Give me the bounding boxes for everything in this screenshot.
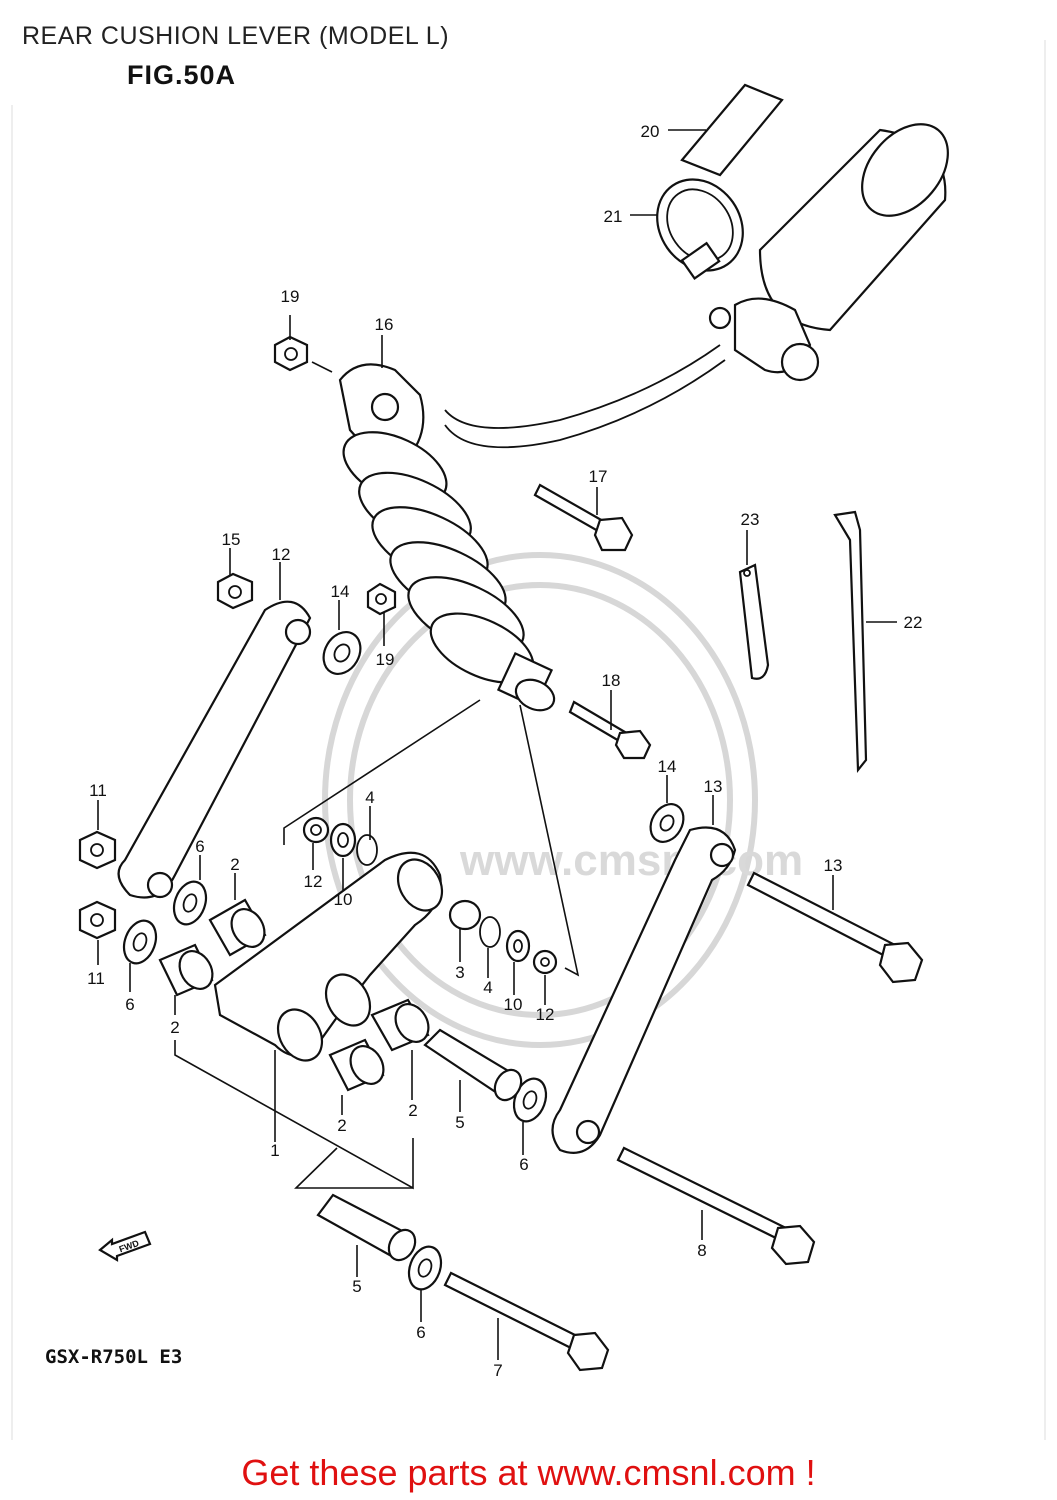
- part-19-nut-top: [273, 335, 309, 372]
- callout-2-d: 2: [408, 1101, 417, 1120]
- footer-banner: Get these parts at www.cmsnl.com !: [0, 1452, 1057, 1494]
- part-12-rod-left: [117, 600, 312, 899]
- part-14-washer-right: [649, 803, 685, 843]
- part-20-band: [680, 83, 784, 177]
- watermark-logo: www.cmsnl.com: [322, 552, 803, 1048]
- callout-4-lower: 4: [483, 978, 492, 997]
- part-2-bearing-d: [328, 1038, 385, 1092]
- callout-19: 19: [281, 287, 300, 306]
- part-2-bearing-b: [158, 943, 214, 997]
- figure-number: FIG.50A: [127, 60, 237, 90]
- page-title: REAR CUSHION LEVER (MODEL L): [22, 22, 450, 50]
- part-11-nut-lower: [532, 949, 558, 975]
- part-14-washer-upper: [322, 631, 362, 675]
- part-10-spacer-upper: [329, 822, 357, 858]
- part-17-bolt: [533, 483, 634, 552]
- part-19-nut-mid: [366, 582, 397, 616]
- callout-6-b: 6: [125, 995, 134, 1014]
- part-12-rod-right: [551, 826, 737, 1154]
- callout-11-upper: 12: [304, 872, 323, 891]
- callout-9-lower: 11: [87, 969, 105, 988]
- callout-12-left: 12: [272, 545, 291, 564]
- model-code: GSX-R750L E3: [45, 1346, 183, 1368]
- part-9-nut-lower: [78, 900, 117, 940]
- callout-20: 20: [641, 122, 660, 141]
- callout-6-c: 6: [519, 1155, 528, 1174]
- callout-3: 3: [455, 963, 464, 982]
- part-23-clip: [738, 563, 770, 680]
- callout-5-lower: 5: [352, 1277, 361, 1296]
- part-6-washer-b: [122, 919, 158, 965]
- callout-9-upper: 11: [89, 781, 107, 800]
- part-2-bearing-a: [208, 898, 267, 957]
- callout-2-b: 2: [170, 1018, 179, 1037]
- callout-11-lower: 12: [536, 1005, 555, 1024]
- callout-23: 23: [741, 510, 760, 529]
- part-5-spacer-lower: [316, 1193, 417, 1262]
- callout-21: 21: [604, 207, 623, 226]
- part-16-shock-absorber: [338, 363, 556, 712]
- callout-8: 8: [697, 1241, 706, 1260]
- callout-19-mid: 19: [376, 650, 395, 669]
- callout-6-a: 6: [195, 837, 204, 856]
- callout-18: 18: [602, 671, 621, 690]
- callout-17: 17: [589, 467, 608, 486]
- leader-lines: [97, 129, 897, 1360]
- part-13-bolt: [746, 871, 924, 984]
- callout-4-upper: 4: [365, 788, 374, 807]
- callout-14-upper: 14: [331, 582, 350, 601]
- callout-10-lower: 10: [504, 995, 523, 1014]
- get-parts-link[interactable]: Get these parts at www.cmsnl.com !: [241, 1452, 816, 1493]
- callout-16: 16: [375, 315, 394, 334]
- part-5-spacer-upper: [423, 1028, 523, 1102]
- part-6-washer-a: [172, 880, 208, 926]
- fwd-arrow-icon: FWD: [98, 1230, 152, 1262]
- part-8-bolt: [616, 1146, 816, 1266]
- part-4-circlip-upper: [356, 834, 378, 866]
- callout-1: 1: [270, 1141, 279, 1160]
- part-9-nut-upper: [78, 830, 117, 870]
- callout-14-right: 14: [658, 757, 677, 776]
- part-1-cushion-lever: [213, 851, 444, 1062]
- callout-22: 22: [904, 613, 923, 632]
- part-2-bearing-c: [370, 998, 430, 1052]
- part-11-nut-upper: [302, 816, 330, 844]
- part-18-bolt: [568, 700, 652, 760]
- part-4-circlip-lower: [479, 916, 501, 948]
- part-reservoir: [708, 123, 949, 382]
- callout-7: 7: [493, 1361, 502, 1380]
- callout-6-d: 6: [416, 1323, 425, 1342]
- part-3-bushing: [448, 899, 482, 931]
- part-7-bolt: [443, 1271, 610, 1372]
- part-6-washer-d: [407, 1245, 443, 1291]
- part-10-spacer-lower: [505, 929, 531, 963]
- part-15-nut: [216, 572, 254, 610]
- callout-15: 15: [222, 530, 241, 549]
- callout-10-upper: 10: [334, 890, 353, 909]
- callout-2-c: 2: [337, 1116, 346, 1135]
- part-22-tie-strap: [833, 510, 868, 774]
- callout-12-right: 13: [704, 777, 723, 796]
- callout-5-upper: 5: [455, 1113, 464, 1132]
- callout-13: 13: [824, 856, 843, 875]
- callout-2-a: 2: [230, 855, 239, 874]
- watermark-text: www.cmsnl.com: [459, 836, 803, 885]
- part-21-clamp: [656, 178, 744, 280]
- callout-labels: 20 21 19 16 17 23 22 15 12 14 19 18 11 4…: [87, 122, 922, 1380]
